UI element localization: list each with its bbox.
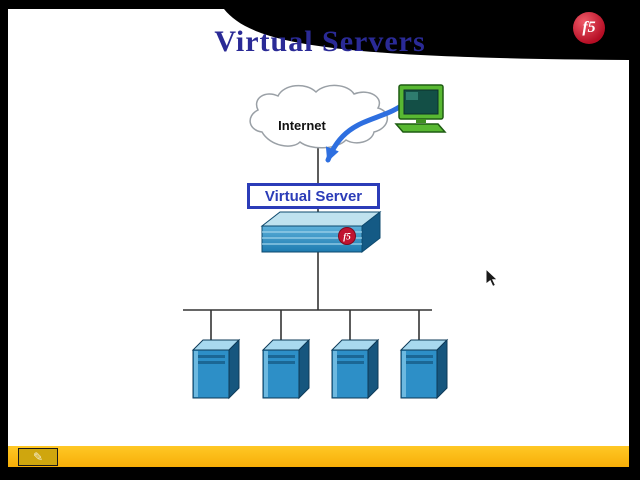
- pencil-icon: ✎: [32, 450, 44, 464]
- mouse-cursor: [485, 267, 499, 288]
- server-icon: [192, 339, 240, 399]
- server-pool: [192, 339, 448, 399]
- virtual-server-box: Virtual Server: [247, 183, 380, 209]
- internet-label: Internet: [278, 118, 326, 133]
- slide-swoosh: [224, 9, 629, 60]
- bottom-toolbar: [8, 446, 629, 467]
- f5-logo: f5: [573, 12, 605, 44]
- server-icon: [400, 339, 448, 399]
- slide-title: Virtual Servers: [214, 25, 426, 58]
- server-icon: [331, 339, 379, 399]
- load-balancer-icon: f5: [260, 210, 382, 254]
- appliance-f5-label: f5: [343, 232, 351, 242]
- client-computer-icon: [394, 84, 447, 133]
- cloud-icon: [249, 84, 388, 149]
- bottom-black-strip: [0, 467, 640, 480]
- appliance-f5-badge: [338, 227, 356, 245]
- server-icon: [262, 339, 310, 399]
- pen-tool-button[interactable]: ✎: [18, 448, 58, 466]
